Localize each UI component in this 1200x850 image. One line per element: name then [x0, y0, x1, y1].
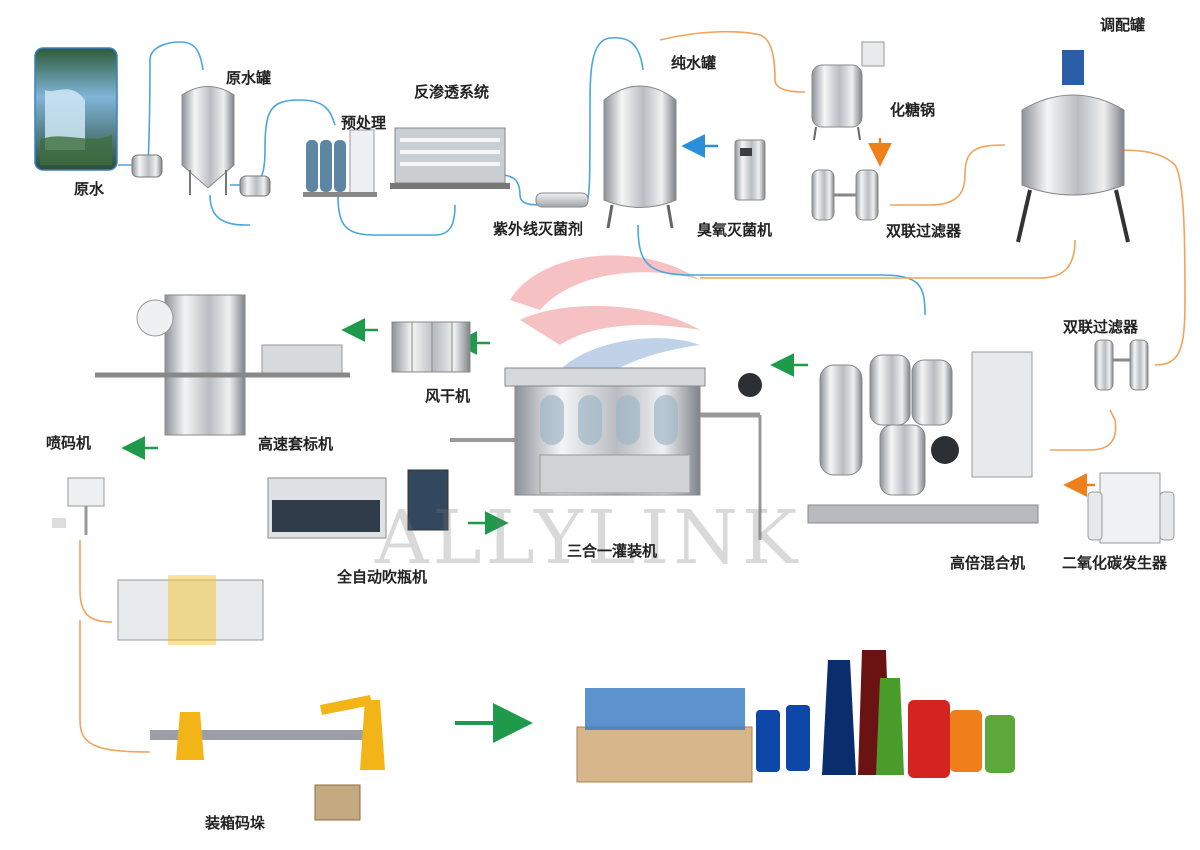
- label-inkjet-printer: 喷码机: [46, 434, 92, 452]
- label-uv-sterilizer: 紫外线灭菌剂: [493, 220, 584, 238]
- orange-soda-icon: [950, 710, 982, 772]
- duplex-filter-top-icon: [811, 169, 879, 221]
- label-co2-generator: 二氧化碳发生器: [1062, 554, 1168, 572]
- label-pretreatment: 预处理: [341, 114, 387, 132]
- air-dryer-icon: [391, 321, 471, 373]
- ro-system-icon: [390, 127, 510, 189]
- label-duplex-filter-right: 双联过滤器: [1063, 318, 1139, 336]
- product-showcase: [576, 650, 1015, 783]
- label-blending-tank: 调配罐: [1100, 16, 1146, 34]
- three-in-one-filler-icon: [450, 367, 762, 540]
- label-duplex-filter-top: 双联过滤器: [886, 222, 962, 240]
- co2-generator-icon: [1087, 472, 1175, 544]
- duplex-filter-right-icon: [1094, 339, 1149, 391]
- label-cartoning-palletizing: 装箱码垛: [205, 814, 266, 832]
- palletizing-robot-icon: [150, 695, 385, 821]
- pretreatment-unit-icon: [303, 129, 377, 197]
- raw-water-photo: [34, 47, 118, 171]
- feed-pump-icon: [131, 154, 271, 197]
- label-sleeve-labeler: 高速套标机: [258, 435, 334, 453]
- label-blow-molding: 全自动吹瓶机: [337, 568, 428, 586]
- lemon-soda-icon: [985, 715, 1015, 773]
- label-high-ratio-mixer: 高倍混合机: [950, 554, 1026, 572]
- blending-tank-icon: [1016, 50, 1130, 243]
- label-ro-system: 反渗透系统: [414, 83, 490, 101]
- label-ozone-sterilizer: 臭氧灭菌机: [697, 221, 773, 239]
- pure-water-tank-icon: [603, 85, 677, 229]
- label-raw-water-tank: 原水罐: [226, 69, 272, 87]
- label-pure-water-tank: 纯水罐: [671, 54, 717, 72]
- label-filler-3in1: 三合一灌装机: [567, 542, 658, 560]
- uv-sterilizer-icon: [535, 192, 589, 208]
- sugar-dissolving-pot-icon: [811, 41, 885, 141]
- label-air-dryer: 风干机: [425, 387, 471, 405]
- perrier-icon: [876, 678, 904, 775]
- shrink-wrapper-icon: [117, 575, 264, 645]
- ozone-sterilizer-icon: [734, 139, 766, 201]
- blow-molding-machine-icon: [267, 469, 449, 539]
- brand-watermark: ALLYLINK: [375, 495, 802, 581]
- pepsi-icon: [756, 710, 780, 772]
- high-ratio-mixer-icon: [807, 351, 1039, 524]
- label-sugar-pot: 化糖锅: [890, 101, 936, 119]
- inkjet-printer-icon: [52, 477, 105, 535]
- syrup-pipes: [79, 30, 1186, 753]
- raw-water-tank-icon: [181, 86, 235, 195]
- sleeve-labeling-machine-icon: [95, 294, 350, 436]
- label-raw-water: 原水: [74, 180, 105, 198]
